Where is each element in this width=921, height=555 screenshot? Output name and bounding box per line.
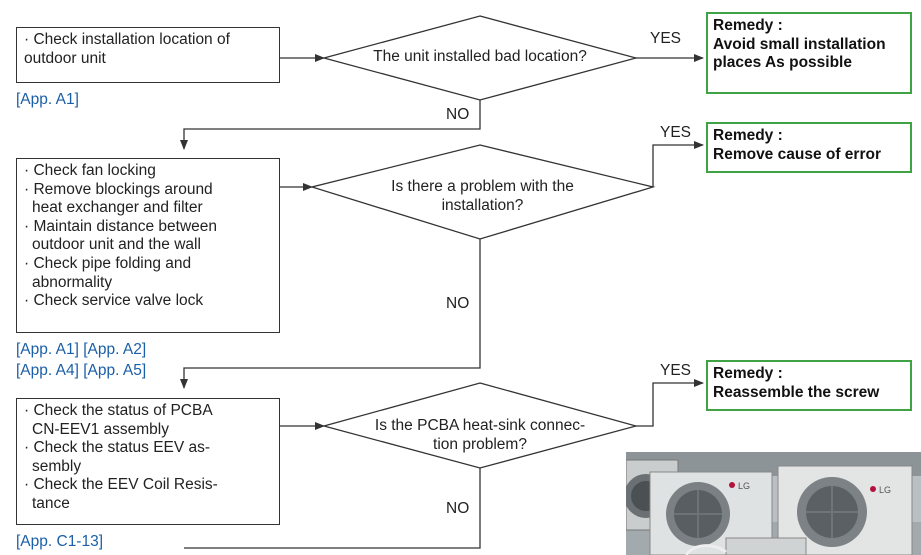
check-line: tance	[32, 494, 70, 512]
check-line: heat exchanger and filter	[32, 199, 203, 217]
no-label-2: NO	[446, 295, 470, 312]
check-line: outdoor unit and the wall	[32, 236, 201, 254]
arrow-yes-2	[652, 141, 704, 187]
arrow-no-1	[180, 100, 481, 150]
check-line: · Check fan locking	[24, 162, 156, 179]
appendix-reference[interactable]: [App. A1]	[16, 91, 79, 108]
check-line: abnormality	[32, 273, 113, 291]
svg-text:LG: LG	[879, 485, 891, 495]
check-line: · Check the EEV Coil Resis-	[24, 476, 218, 494]
remedy-text: places As possible	[713, 54, 852, 72]
remedy-text: Avoid small installation	[713, 35, 886, 53]
check-line: · Check installation location of	[24, 31, 230, 48]
remedy-box-3: Remedy : Reassemble the screw	[706, 360, 912, 411]
svg-text:LG: LG	[738, 481, 750, 491]
outdoor-units-photo: LG LG	[626, 452, 921, 555]
appendix-reference[interactable]: [App. C1-13]	[16, 533, 104, 550]
remedy-text: Reassemble the screw	[713, 383, 880, 401]
remedy-heading: Remedy :	[713, 127, 783, 144]
remedy-box-2: Remedy : Remove cause of error	[706, 122, 912, 173]
no-label-1: NO	[446, 106, 470, 123]
check-line: sembly	[32, 457, 82, 475]
arrow-yes-3	[636, 379, 704, 427]
yes-label-2: YES	[660, 124, 692, 141]
check-line: CN-EEV1 assembly	[32, 420, 169, 438]
check-line: · Check service valve lock	[24, 292, 204, 310]
remedy-text: Remove cause of error	[713, 145, 881, 163]
check-line: · Maintain distance between	[24, 217, 218, 235]
check-box-1: · Check installation location of outdoor…	[16, 27, 280, 83]
check-line: outdoor unit	[24, 49, 106, 67]
check-box-3: · Check the status of PCBA CN-EEV1 assem…	[16, 398, 280, 525]
remedy-box-1: Remedy : Avoid small installation places…	[706, 12, 912, 94]
arrow-no-2	[180, 239, 481, 389]
yes-label-3: YES	[660, 362, 692, 379]
check-line: · Check the status EEV as-	[24, 439, 211, 457]
remedy-heading: Remedy :	[713, 17, 783, 34]
check-box-2: · Check fan locking · Remove blockings a…	[16, 158, 280, 333]
no-label-3: NO	[446, 500, 470, 517]
check-line: · Remove blockings around	[24, 180, 213, 198]
decision-2-question: Is there a problem with the installation…	[391, 178, 574, 214]
decision-1-question: The unit installed bad location?	[373, 48, 587, 65]
check-line: · Check the status of PCBA	[24, 402, 213, 419]
remedy-heading: Remedy :	[713, 365, 783, 382]
arrow-no-3	[184, 468, 481, 549]
yes-label-1: YES	[650, 30, 682, 47]
decision-3-question: Is the PCBA heat-sink connec- tion probl…	[374, 417, 586, 453]
appendix-reference[interactable]: [App. A1] [App. A2]	[16, 341, 147, 358]
appendix-reference[interactable]: [App. A4] [App. A5]	[16, 362, 147, 379]
check-line: · Check pipe folding and	[24, 254, 192, 272]
